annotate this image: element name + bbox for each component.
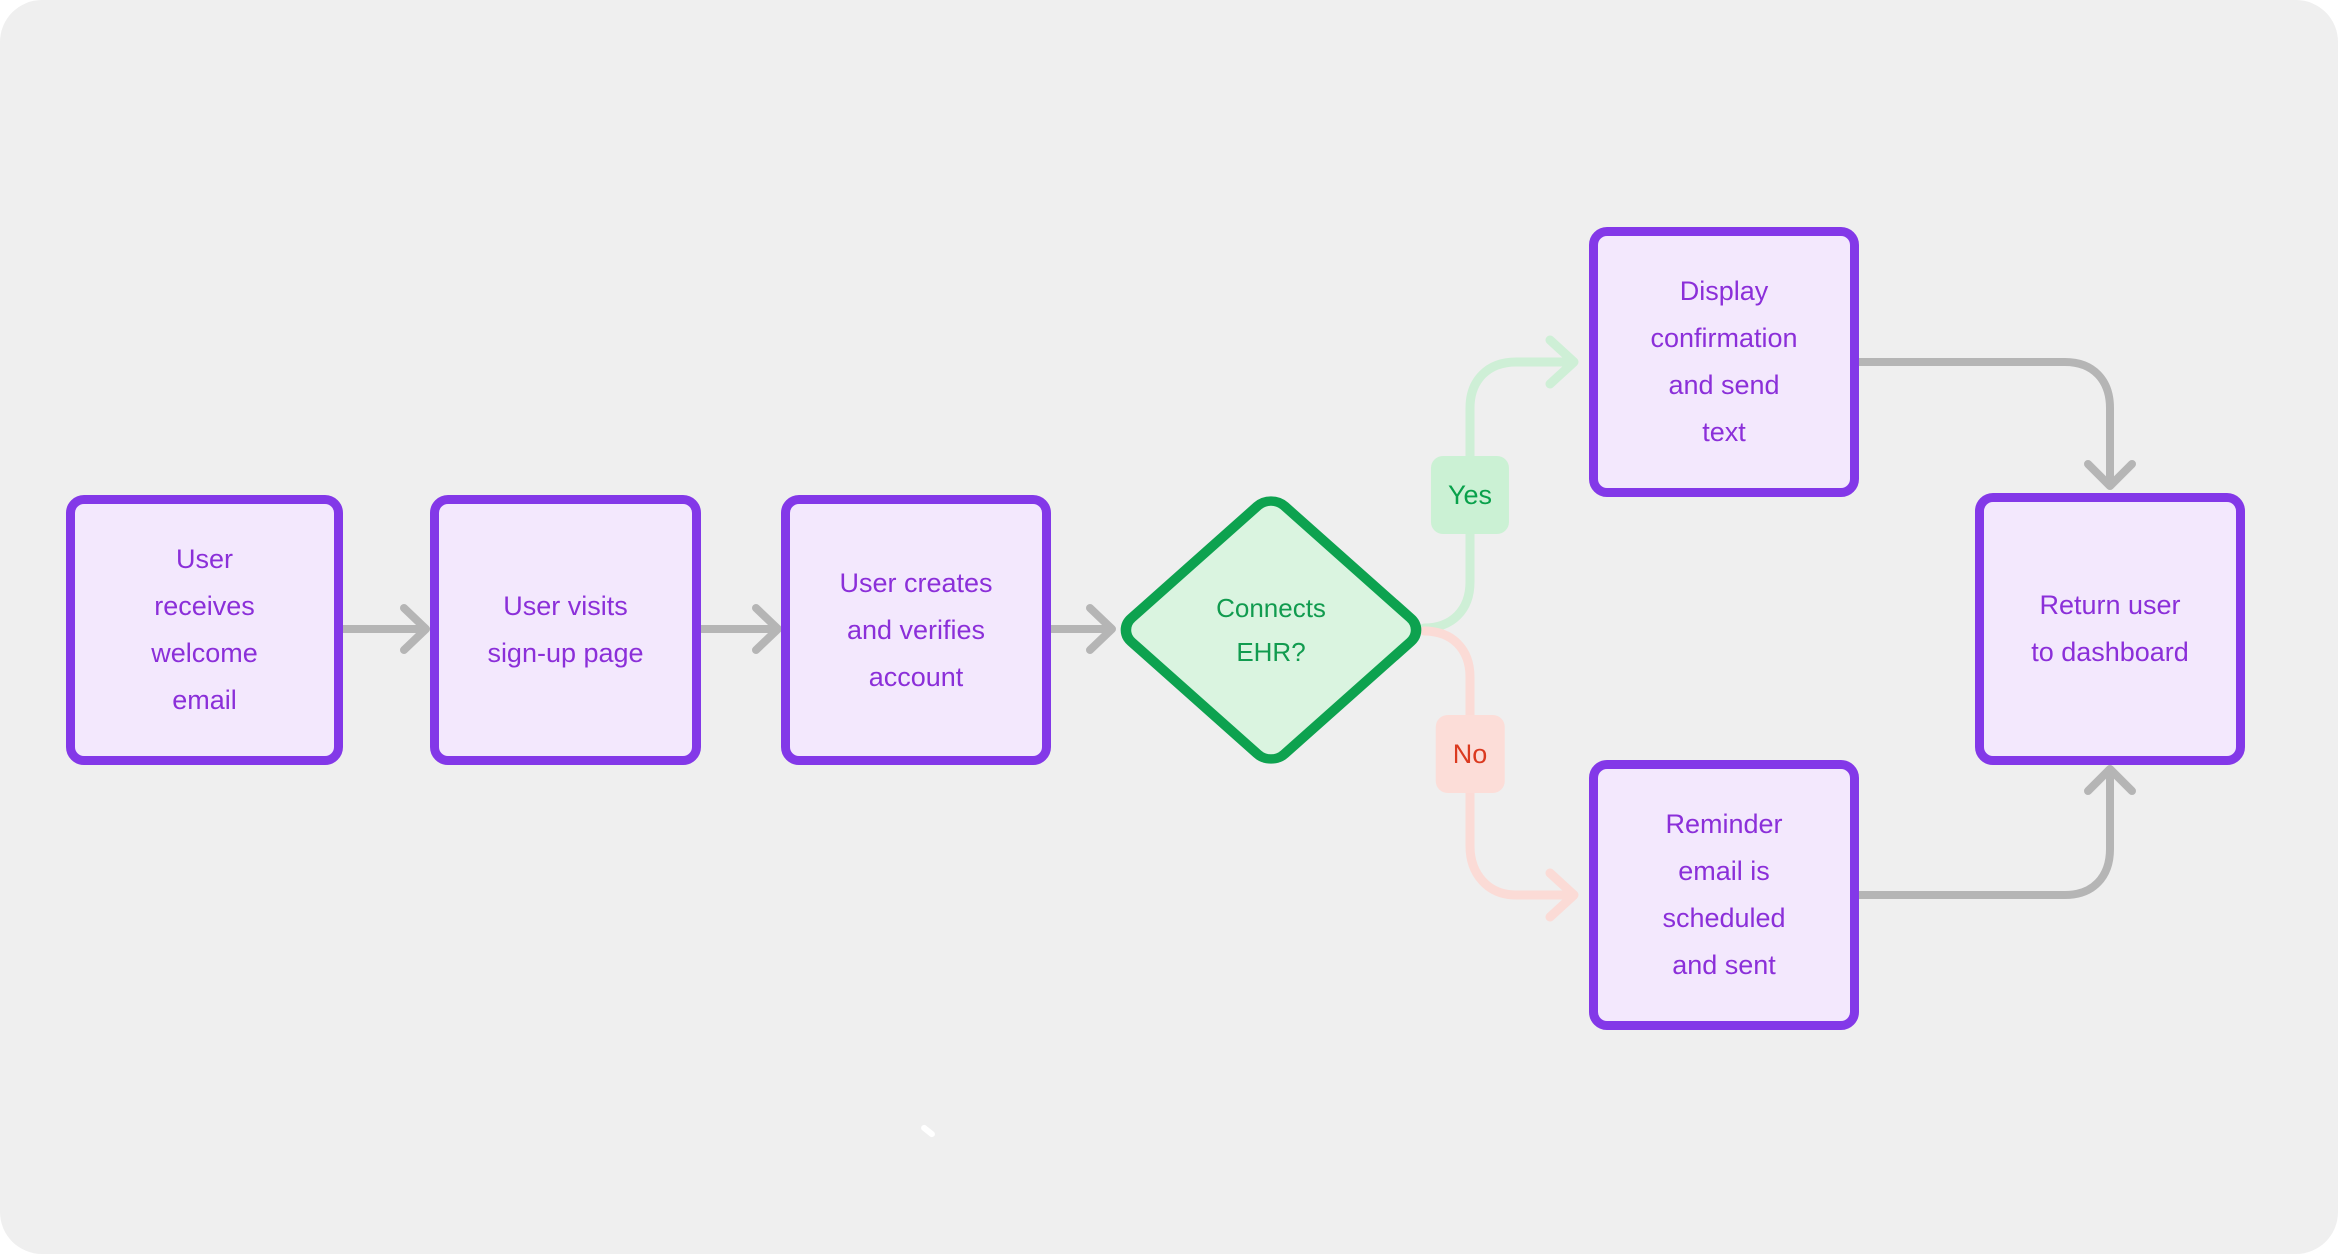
edge-decision-no	[1419, 626, 1579, 922]
node-welcome-email[interactable]: User receives welcome email	[66, 495, 343, 765]
decision-diamond-shape[interactable]	[1118, 494, 1424, 766]
node-reminder-email[interactable]: Reminder email is scheduled and sent	[1589, 760, 1859, 1030]
edge-reminder-to-return	[1855, 765, 2136, 899]
edge-display-to-return-arrowhead	[2084, 460, 2136, 490]
node-display-confirmation[interactable]: Display confirmation and send text	[1589, 227, 1859, 497]
edge-welcome-to-signup-arrowhead	[400, 604, 430, 654]
edge-label-no[interactable]: No	[1435, 715, 1505, 793]
node-create-verify-label: User creates and verifies account	[839, 567, 993, 692]
edge-reminder-to-return-arrowhead	[2084, 765, 2136, 795]
edge-create-to-decision-arrowhead	[1086, 604, 1116, 654]
edge-signup-to-create-arrowhead	[752, 604, 782, 654]
node-create-verify[interactable]: User creates and verifies account	[781, 495, 1051, 765]
node-display-confirmation-label: Display confirmation and send text	[1650, 276, 1798, 447]
node-connects-ehr[interactable]: Connects EHR?	[1151, 560, 1391, 700]
node-reminder-email-label: Reminder email is scheduled and sent	[1662, 809, 1786, 980]
edge-signup-to-create	[697, 604, 782, 654]
edge-create-to-decision	[1047, 604, 1116, 654]
node-visit-signup[interactable]: User visits sign-up page	[430, 495, 701, 765]
edge-welcome-to-signup	[339, 604, 430, 654]
node-visit-signup-label: User visits sign-up page	[487, 591, 644, 668]
edge-display-to-return	[1855, 358, 2136, 490]
edge-label-yes[interactable]: Yes	[1430, 456, 1510, 534]
node-welcome-email-label: User receives welcome email	[151, 544, 258, 715]
node-return-dashboard-label: Return user to dashboard	[2031, 590, 2189, 667]
edge-decision-no-arrowhead	[1545, 868, 1579, 922]
edge-decision-yes	[1419, 335, 1579, 633]
node-connects-ehr-label: Connects EHR?	[1216, 593, 1326, 667]
node-return-dashboard[interactable]: Return user to dashboard	[1975, 493, 2245, 765]
edge-decision-yes-arrowhead	[1545, 335, 1579, 389]
